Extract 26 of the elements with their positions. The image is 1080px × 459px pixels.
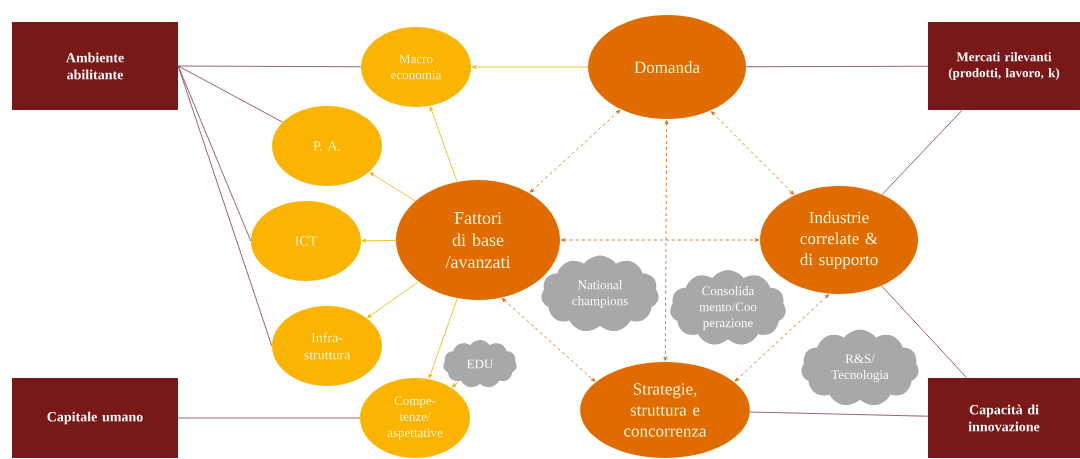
category-box: Mercati rilevanti (prodotti, lavoro, k) [928,22,1080,110]
arrow [369,172,416,202]
category-box: Capacità di innovazione [928,378,1080,458]
arrow [710,111,795,195]
arrow [367,281,420,318]
connector-line [745,65,929,68]
arrow [471,65,589,69]
arrow [734,294,830,382]
arrow [428,297,458,379]
connector-line [881,285,968,379]
category-box: Capitale umano [12,378,178,458]
connector-line [881,109,963,195]
arrow [501,298,596,382]
arrow [529,109,621,193]
connector-line [177,65,273,347]
arrow [361,238,397,243]
connector-line [177,417,361,419]
arrow [429,106,458,183]
connector-line [749,411,929,417]
connector-line [177,65,252,242]
connector-line [177,65,362,68]
arrow [560,238,760,242]
arrow [663,119,669,362]
arrow [451,380,460,388]
category-box: Ambiente abilitante [12,22,178,110]
connector-line [177,65,283,123]
